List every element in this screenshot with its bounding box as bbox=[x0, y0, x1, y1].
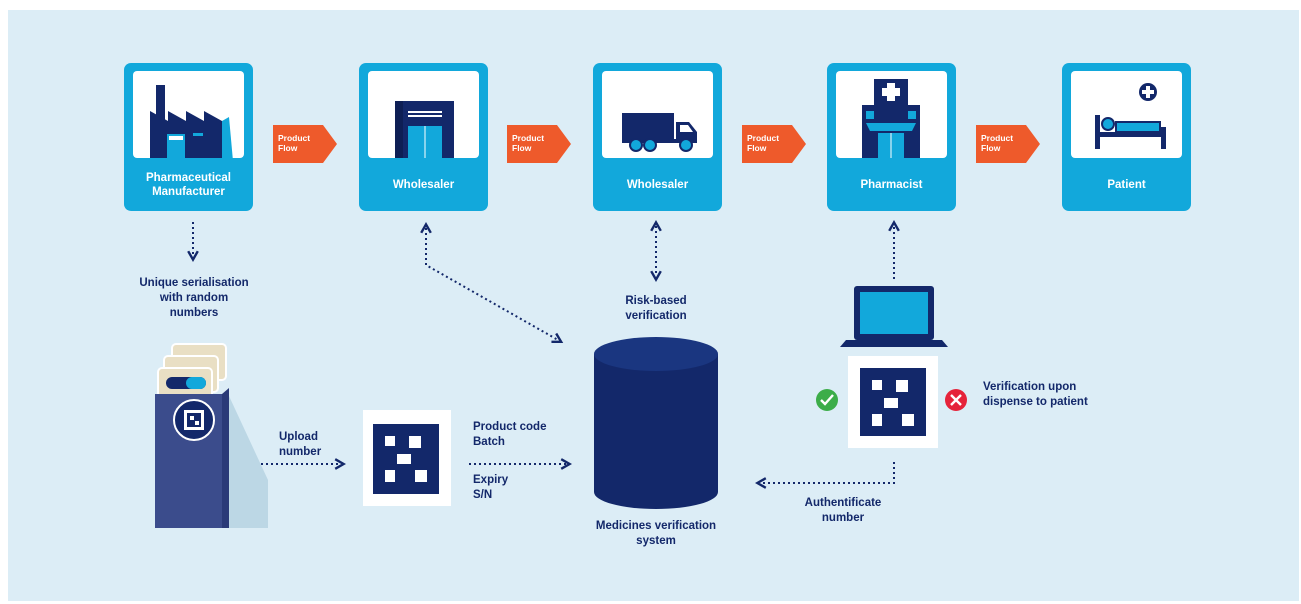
stage-card-pharmacist: Pharmacist bbox=[827, 63, 956, 211]
product-flow-label: Product Flow bbox=[747, 133, 780, 153]
authenticate-label: Authentificate number bbox=[804, 497, 882, 524]
laptop-icon bbox=[840, 286, 948, 347]
datamatrix-code-dispense bbox=[848, 356, 938, 448]
product-flow-arrow: Product Flow bbox=[507, 125, 571, 163]
stage-card-wholesaler-1: Wholesaler bbox=[359, 63, 488, 211]
stage-title: Pharmaceutical Manufacturer bbox=[145, 171, 231, 198]
stage-card-patient: Patient bbox=[1062, 63, 1191, 211]
arrow-right-icon bbox=[976, 125, 1040, 163]
warehouse-icon bbox=[395, 101, 454, 158]
factory-icon bbox=[150, 85, 233, 158]
product-flow-arrow: Product Flow bbox=[273, 125, 337, 163]
check-icon bbox=[816, 389, 838, 411]
stage-title: Wholesaler bbox=[392, 178, 455, 191]
stage-card-wholesaler-2: Wholesaler bbox=[593, 63, 722, 211]
expiry-label: Expiry bbox=[473, 474, 509, 486]
product-flow-label: Product Flow bbox=[278, 133, 311, 153]
diagram-overlay bbox=[155, 219, 967, 528]
stage-title: Wholesaler bbox=[626, 178, 689, 191]
upload-label: Upload number bbox=[279, 431, 322, 458]
database-icon bbox=[594, 337, 718, 509]
connector-authenticate bbox=[754, 462, 895, 489]
truck-icon bbox=[622, 113, 697, 152]
product-code-label: Product code bbox=[473, 421, 547, 433]
verification-label: Verification upon dispense to patient bbox=[983, 381, 1088, 408]
serialisation-label: Unique serialisation with random numbers bbox=[139, 277, 249, 319]
product-flow-arrow: Product Flow bbox=[742, 125, 806, 163]
verification-diagram: Pharmaceutical Manufacturer Wholesaler bbox=[8, 10, 1299, 601]
stage-card-manufacturer: Pharmaceutical Manufacturer bbox=[124, 63, 253, 211]
batch-label: Batch bbox=[473, 436, 505, 448]
medicine-package-icon bbox=[155, 343, 268, 528]
product-flow-label: Product Flow bbox=[512, 133, 545, 153]
patient-bed-icon bbox=[1095, 83, 1166, 149]
product-flow-label: Product Flow bbox=[981, 133, 1014, 153]
connector-wholesaler1-database bbox=[420, 221, 564, 344]
arrow-right-icon bbox=[507, 125, 571, 163]
sn-label: S/N bbox=[473, 489, 493, 501]
risk-based-label: Risk-based verification bbox=[625, 295, 687, 322]
stage-title: Patient bbox=[1107, 178, 1146, 191]
product-flow-arrow: Product Flow bbox=[976, 125, 1040, 163]
system-label: Medicines verification system bbox=[595, 520, 717, 547]
arrow-right-icon bbox=[273, 125, 337, 163]
cross-icon bbox=[945, 389, 967, 411]
stage-title: Pharmacist bbox=[860, 178, 923, 191]
pharmacy-icon bbox=[862, 79, 920, 158]
arrow-right-icon bbox=[742, 125, 806, 163]
datamatrix-code-upload bbox=[363, 410, 451, 506]
